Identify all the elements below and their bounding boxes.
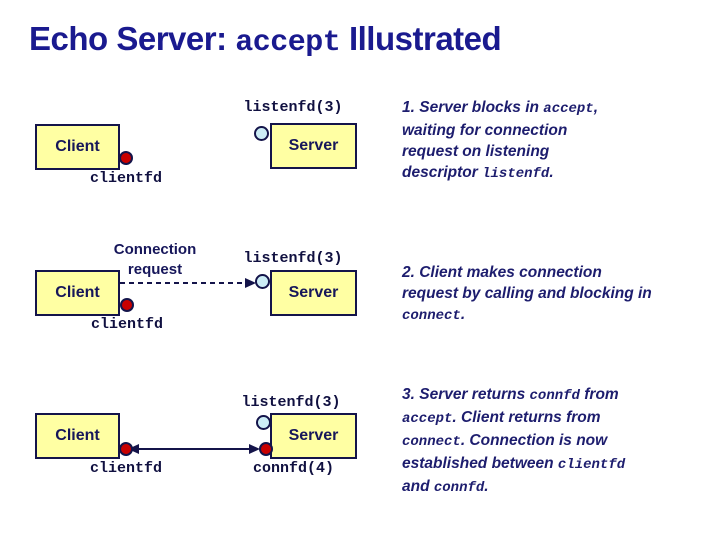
server-box: Server	[270, 413, 357, 459]
listenfd-label: listenfd(3)	[241, 394, 341, 411]
clientfd-label: clientfd	[89, 170, 162, 187]
server-box: Server	[270, 123, 357, 169]
connfd-dot-icon	[259, 442, 273, 456]
connection-request-dashed-arrow	[120, 278, 256, 288]
clientfd-label: clientfd	[89, 460, 162, 477]
client-box: Client	[35, 270, 120, 316]
listening-port-icon	[256, 415, 271, 430]
clientfd-dot-icon	[119, 151, 133, 165]
clientfd-dot-icon	[119, 442, 133, 456]
connection-request-label: Connection request	[113, 241, 197, 278]
listening-port-icon	[255, 274, 270, 289]
clientfd-label: clientfd	[90, 316, 163, 333]
server-box: Server	[270, 270, 357, 316]
clientfd-dot-icon	[120, 298, 134, 312]
client-box: Client	[35, 124, 120, 170]
client-box: Client	[35, 413, 120, 459]
listenfd-label: listenfd(3)	[243, 250, 343, 267]
established-connection-arrow	[128, 444, 260, 454]
connfd-label: connfd(4)	[252, 460, 334, 477]
listening-port-icon	[254, 126, 269, 141]
slide-title: Echo Server: accept Illustrated	[29, 20, 502, 60]
stage-1-note: 1. Server blocks in accept,waiting for c…	[402, 99, 599, 182]
listenfd-label: listenfd(3)	[243, 99, 343, 116]
